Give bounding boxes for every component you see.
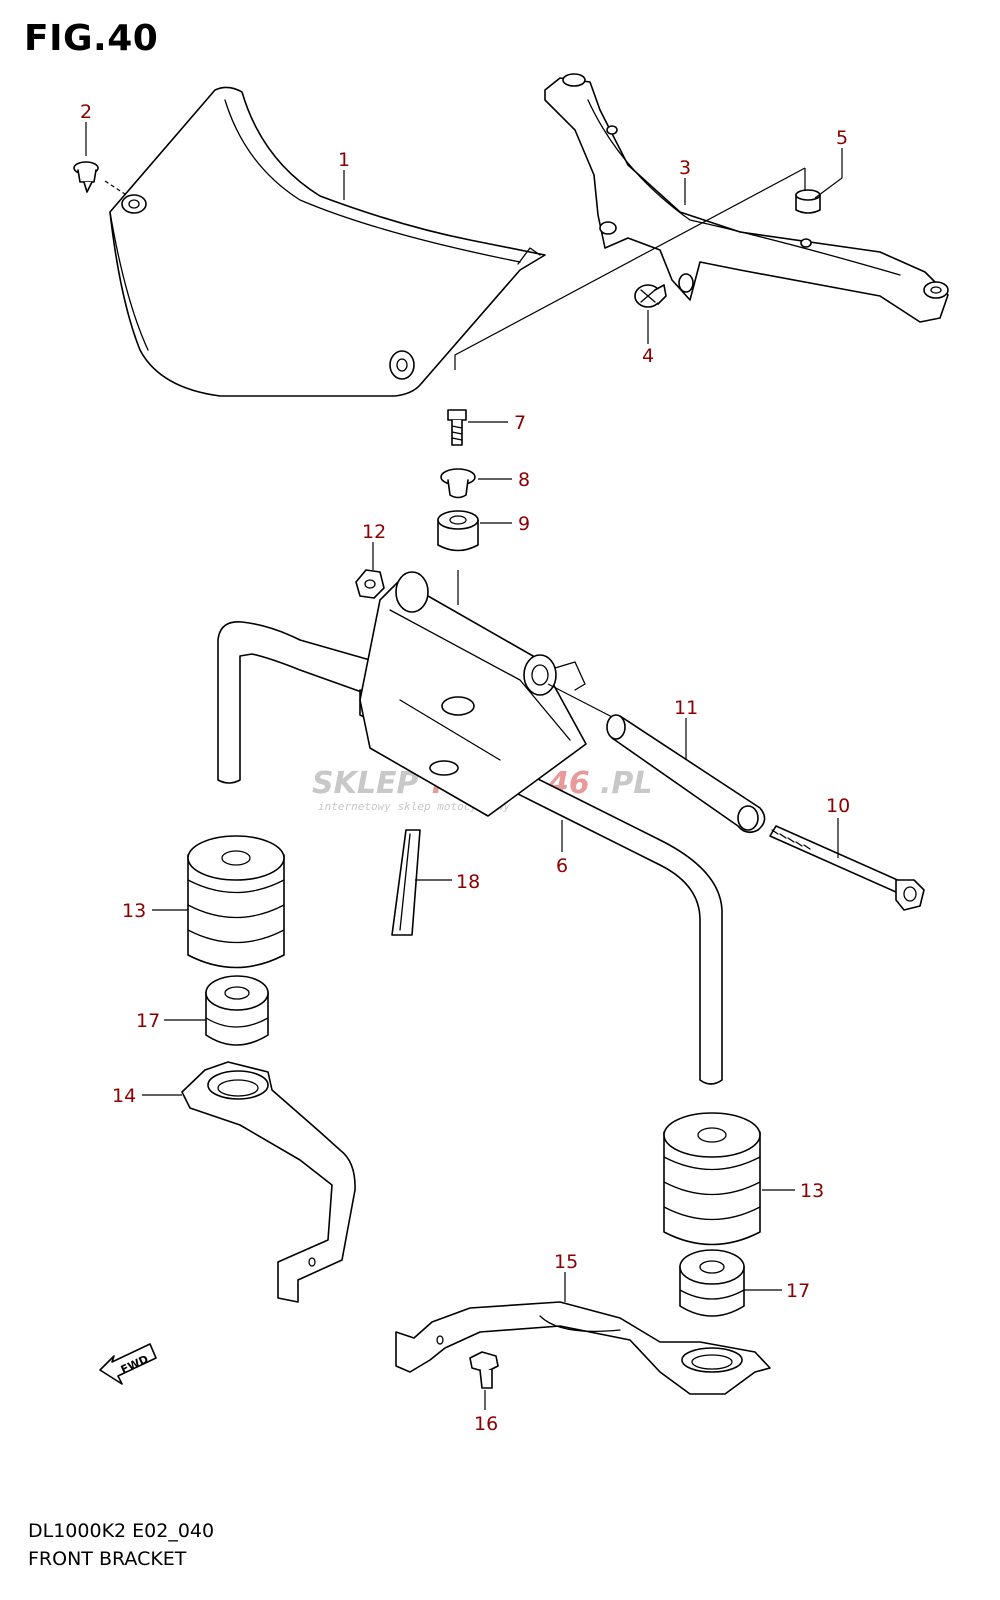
callout-3[interactable]: 3	[679, 157, 691, 179]
watermark-brand-1: SKLEP	[312, 766, 418, 801]
part-13-cushion-right	[663, 1112, 761, 1246]
fwd-arrow-icon: FWD	[99, 1343, 157, 1385]
part-14-bracket	[181, 1061, 356, 1303]
callout-11[interactable]: 11	[674, 697, 698, 719]
part-2-clip	[73, 161, 129, 197]
callout-4[interactable]: 4	[642, 345, 654, 367]
callout-2[interactable]: 2	[80, 101, 92, 123]
callout-9[interactable]: 9	[518, 513, 530, 535]
leader-lines	[85, 122, 843, 1410]
part-1-cover	[109, 86, 546, 397]
callout-13-right[interactable]: 13	[800, 1180, 824, 1202]
callout-18[interactable]: 18	[456, 871, 480, 893]
callout-15[interactable]: 15	[554, 1251, 578, 1273]
part-12-nut	[355, 569, 385, 599]
part-11-collar-tube	[606, 714, 766, 834]
callout-17-right[interactable]: 17	[786, 1280, 810, 1302]
watermark-brand-4: .PL	[600, 766, 653, 801]
watermark-tagline: internetowy sklep motocyklowy	[318, 800, 510, 813]
part-18-strip	[391, 829, 421, 936]
callout-16[interactable]: 16	[474, 1413, 498, 1435]
part-4-screw	[634, 284, 667, 308]
part-9-cushion	[437, 510, 479, 552]
callout-5[interactable]: 5	[836, 127, 848, 149]
part-17-grommet-right	[679, 1249, 745, 1317]
callout-8[interactable]: 8	[518, 469, 530, 491]
callout-7[interactable]: 7	[514, 412, 526, 434]
figure-code: DL1000K2 E02_040	[28, 1520, 215, 1542]
part-16-bolt	[469, 1351, 499, 1389]
part-15-bracket	[395, 1301, 771, 1395]
figure-name: FRONT BRACKET	[28, 1548, 187, 1570]
callout-10[interactable]: 10	[826, 795, 850, 817]
callout-1[interactable]: 1	[338, 149, 350, 171]
callout-6[interactable]: 6	[556, 855, 568, 877]
callout-14[interactable]: 14	[112, 1085, 136, 1107]
part-10-bolt	[769, 825, 925, 911]
callout-13-left[interactable]: 13	[122, 900, 146, 922]
figure-title: FIG.40	[24, 18, 159, 59]
part-17-grommet-left	[205, 975, 269, 1046]
part-6-front-bracket	[217, 571, 723, 1085]
callouts: 1 2 3 4 5 6 7 8 9 10 11 12 13 13 14 15 1…	[80, 101, 850, 1435]
callout-12[interactable]: 12	[362, 521, 386, 543]
part-3-bracket	[454, 73, 949, 370]
watermark: SKLEP MOTO 46 .PL internetowy sklep moto…	[312, 766, 653, 813]
part-8-collar	[440, 468, 476, 499]
callout-17-left[interactable]: 17	[136, 1010, 160, 1032]
part-7-bolt	[447, 409, 467, 446]
part-5-grommet	[795, 189, 821, 214]
part-13-cushion-left	[187, 835, 285, 969]
